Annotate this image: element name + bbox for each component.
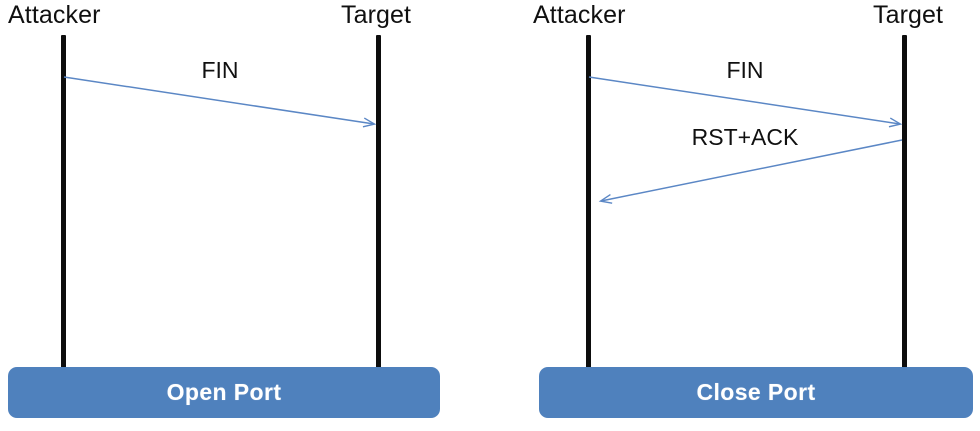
lifeline-attacker [586, 35, 591, 368]
actor-label-attacker: Attacker [8, 1, 101, 29]
arrow-fin [588, 76, 900, 124]
lifeline-target [376, 35, 381, 368]
panel-open-port: Attacker Target FIN Open Port [8, 1, 440, 418]
arrow-fin [63, 76, 374, 124]
message-label-fin: FIN [201, 57, 239, 83]
footer-bar-open-port[interactable]: Open Port [8, 367, 440, 418]
lifeline-attacker [61, 35, 66, 368]
panel-close-port: Attacker Target FIN RST+ACK Close Port [490, 0, 980, 431]
footer-bar-open-port-label: Open Port [166, 379, 282, 405]
footer-bar-close-port[interactable]: Close Port [539, 367, 973, 418]
actor-label-target: Target [341, 1, 412, 29]
message-label-rst-ack: RST+ACK [691, 124, 799, 150]
actor-label-attacker: Attacker [533, 1, 626, 29]
footer-bar-close-port-label: Close Port [696, 379, 816, 405]
message-label-fin: FIN [726, 57, 764, 83]
actor-label-target: Target [873, 1, 944, 29]
lifeline-target [902, 35, 907, 368]
